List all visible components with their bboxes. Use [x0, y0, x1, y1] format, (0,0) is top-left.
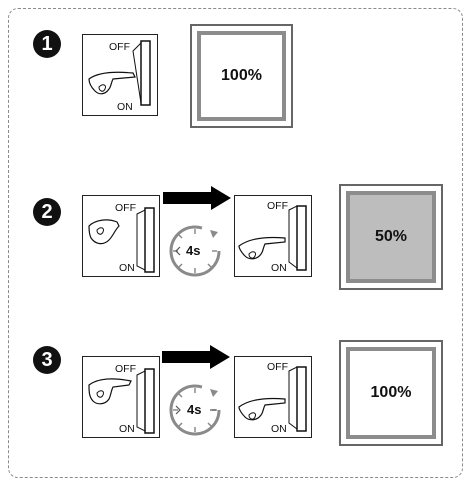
step-3-arrow-icon: [162, 345, 230, 369]
step-1-wall-switch: OFF ON: [82, 34, 158, 116]
step-3-on-label: ON: [119, 423, 135, 435]
step-2-wall-switch-press: OFF ON: [82, 195, 160, 277]
step-2-badge: 2: [33, 198, 61, 226]
step-3-wall-switch-press: OFF ON: [82, 356, 160, 438]
step-3-off-label: OFF: [115, 363, 136, 375]
step-2-arrow-icon: [163, 186, 231, 210]
step-3-timer-icon: [169, 384, 221, 436]
step-3-wall-switch-off: OFF ON: [234, 356, 312, 438]
step-1-off-label: OFF: [109, 41, 130, 53]
step-3-switch2-on-label: ON: [271, 423, 287, 435]
step-2-off-label: OFF: [115, 202, 136, 214]
step-1-on-label: ON: [117, 101, 133, 113]
instruction-frame: [8, 8, 463, 478]
step-3-badge: 3: [33, 346, 61, 374]
step-3-lamp-panel: 100%: [346, 347, 436, 439]
step-2-lamp: 50%: [339, 184, 443, 290]
step-1-lamp: 100%: [190, 24, 293, 128]
step-3-lamp: 100%: [339, 340, 443, 446]
step-1-lamp-panel: 100%: [197, 31, 286, 121]
step-3-timer-label: 4s: [187, 402, 202, 417]
step-2-lamp-panel: 50%: [346, 191, 436, 283]
step-2-wall-switch-off: OFF ON: [234, 195, 312, 277]
step-2-timer-icon: [169, 225, 221, 277]
step-1-badge: 1: [33, 30, 61, 58]
step-2-timer-label: 4s: [186, 243, 201, 258]
step-1-lamp-level: 100%: [221, 67, 262, 84]
step-2-on-label: ON: [119, 262, 135, 274]
step-2-switch2-off-label: OFF: [267, 200, 288, 212]
step-2-switch2-on-label: ON: [271, 262, 287, 274]
step-3-switch2-off-label: OFF: [267, 361, 288, 373]
step-3-lamp-level: 100%: [370, 384, 412, 401]
step-2-lamp-level: 50%: [374, 228, 408, 245]
